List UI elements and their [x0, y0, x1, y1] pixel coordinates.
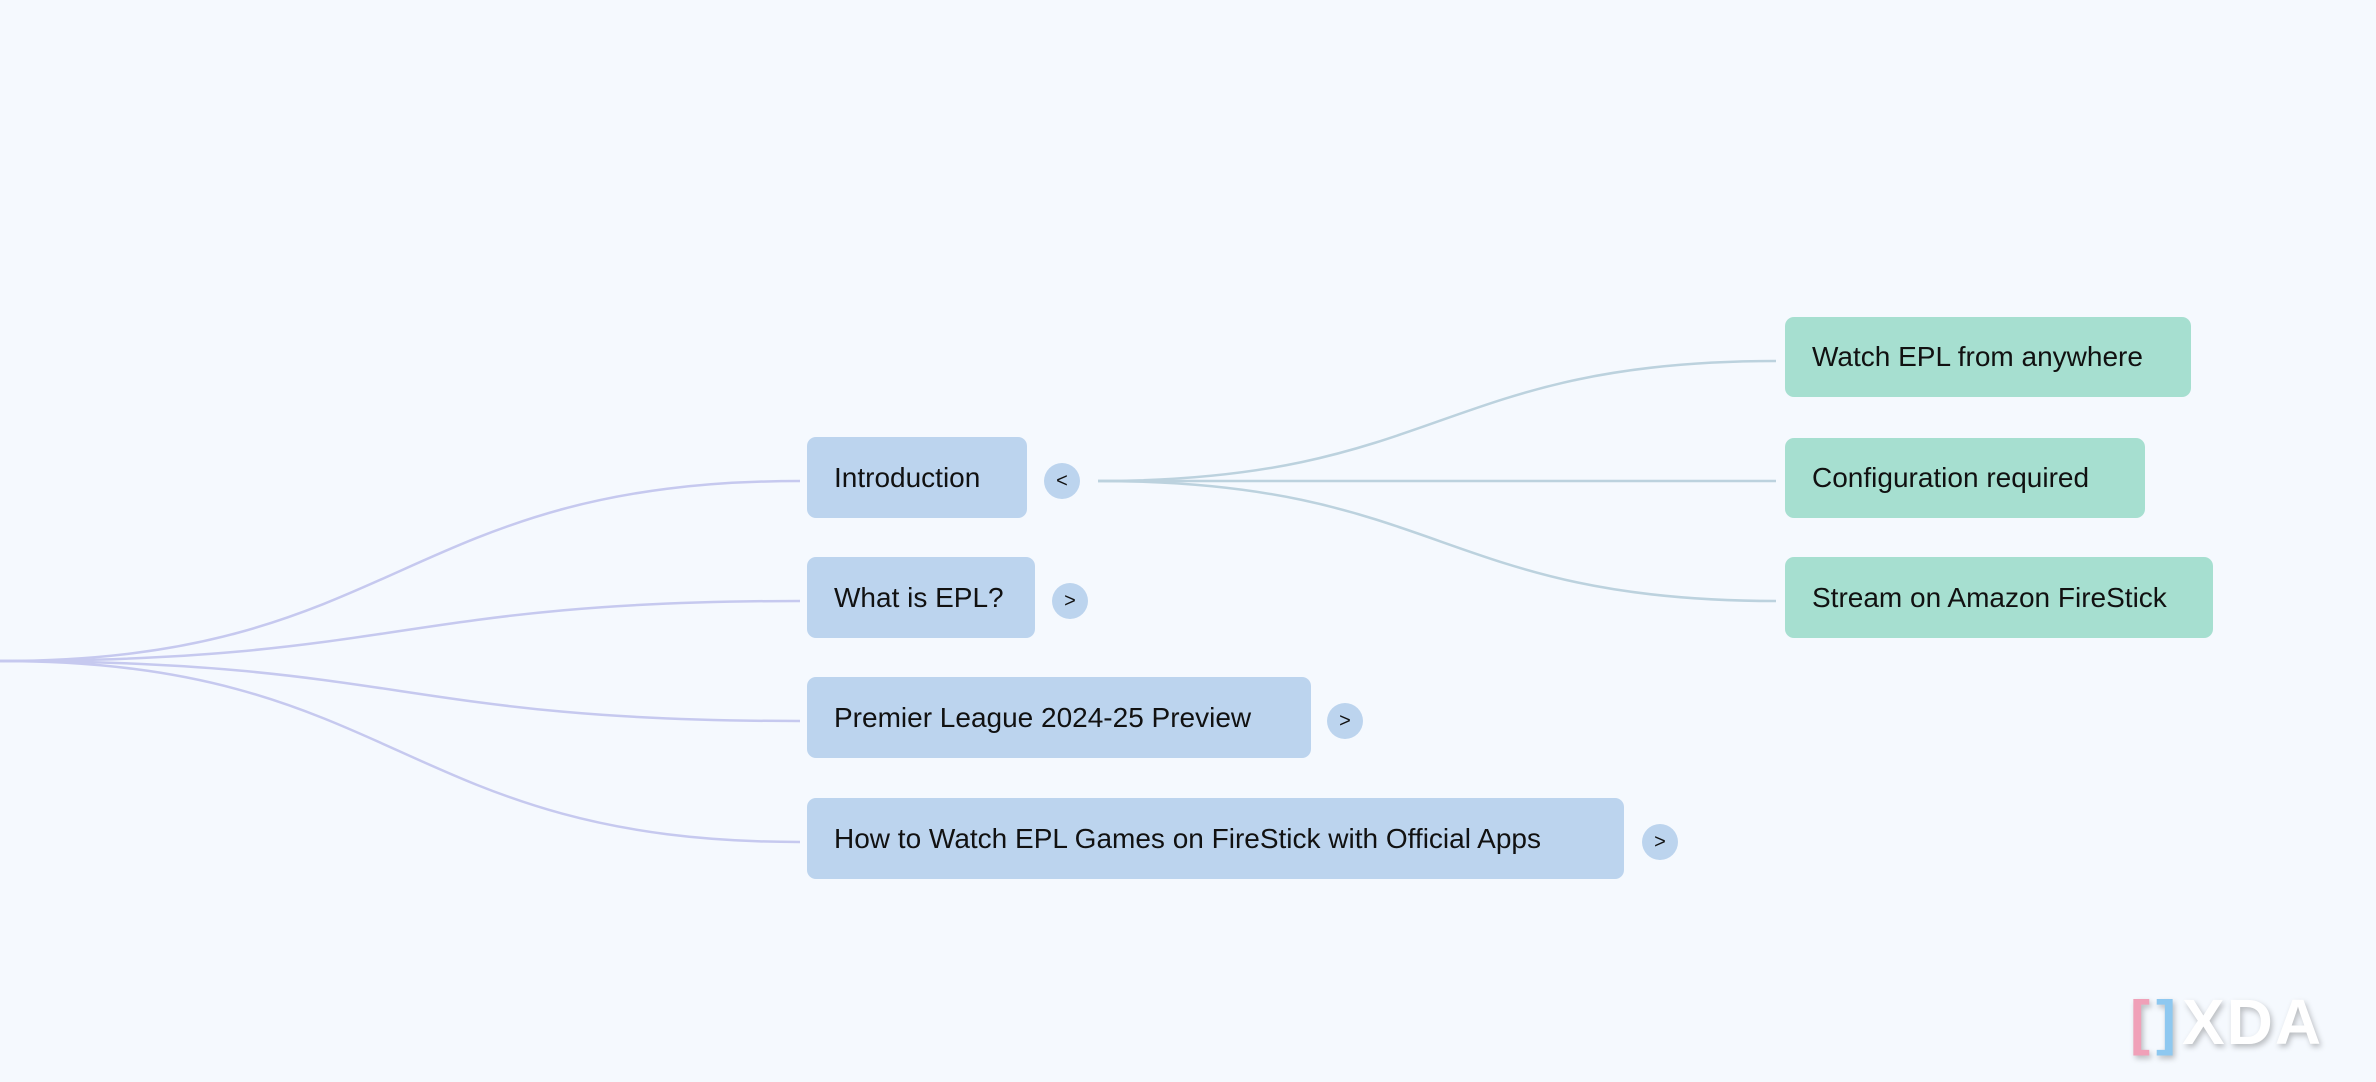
node-preview[interactable]: Premier League 2024-25 Preview: [807, 677, 1311, 758]
node-watch-from-anywhere[interactable]: Watch EPL from anywhere: [1785, 317, 2191, 397]
node-label: Stream on Amazon FireStick: [1812, 581, 2167, 613]
expand-toggle-how-to-watch[interactable]: >: [1642, 824, 1678, 860]
collapse-toggle-introduction[interactable]: <: [1044, 463, 1080, 499]
link-root-what-is-epl: [0, 599, 801, 663]
link-intro-watch: [1097, 359, 1777, 483]
node-label: Configuration required: [1812, 462, 2090, 493]
expand-toggle-preview[interactable]: >: [1327, 703, 1363, 739]
node-stream-firestick[interactable]: Stream on Amazon FireStick: [1785, 557, 2213, 638]
link-root-how-to-watch: [0, 659, 801, 844]
logo-bracket-right-icon: ]: [2155, 988, 2178, 1056]
xda-watermark-logo: []XDA: [2130, 985, 2323, 1059]
node-label: What is EPL?: [834, 581, 1004, 613]
node-label: Premier League 2024-25 Preview: [834, 701, 1252, 733]
node-configuration-required[interactable]: Configuration required: [1785, 438, 2145, 518]
link-intro-stream: [1097, 479, 1777, 603]
link-root-introduction: [0, 479, 801, 663]
logo-bracket-left-icon: [: [2130, 988, 2152, 1056]
node-label: Introduction: [834, 461, 981, 493]
expand-toggle-what-is-epl[interactable]: >: [1052, 583, 1088, 619]
link-root-preview: [0, 659, 801, 723]
node-how-to-watch[interactable]: How to Watch EPL Games on FireStick with…: [807, 798, 1624, 879]
node-label: Watch EPL from anywhere: [1812, 341, 2143, 372]
node-introduction[interactable]: Introduction: [807, 437, 1027, 518]
logo-text: XDA: [2181, 986, 2324, 1058]
node-label: How to Watch EPL Games on FireStick with…: [834, 822, 1541, 854]
node-what-is-epl[interactable]: What is EPL?: [807, 557, 1035, 638]
